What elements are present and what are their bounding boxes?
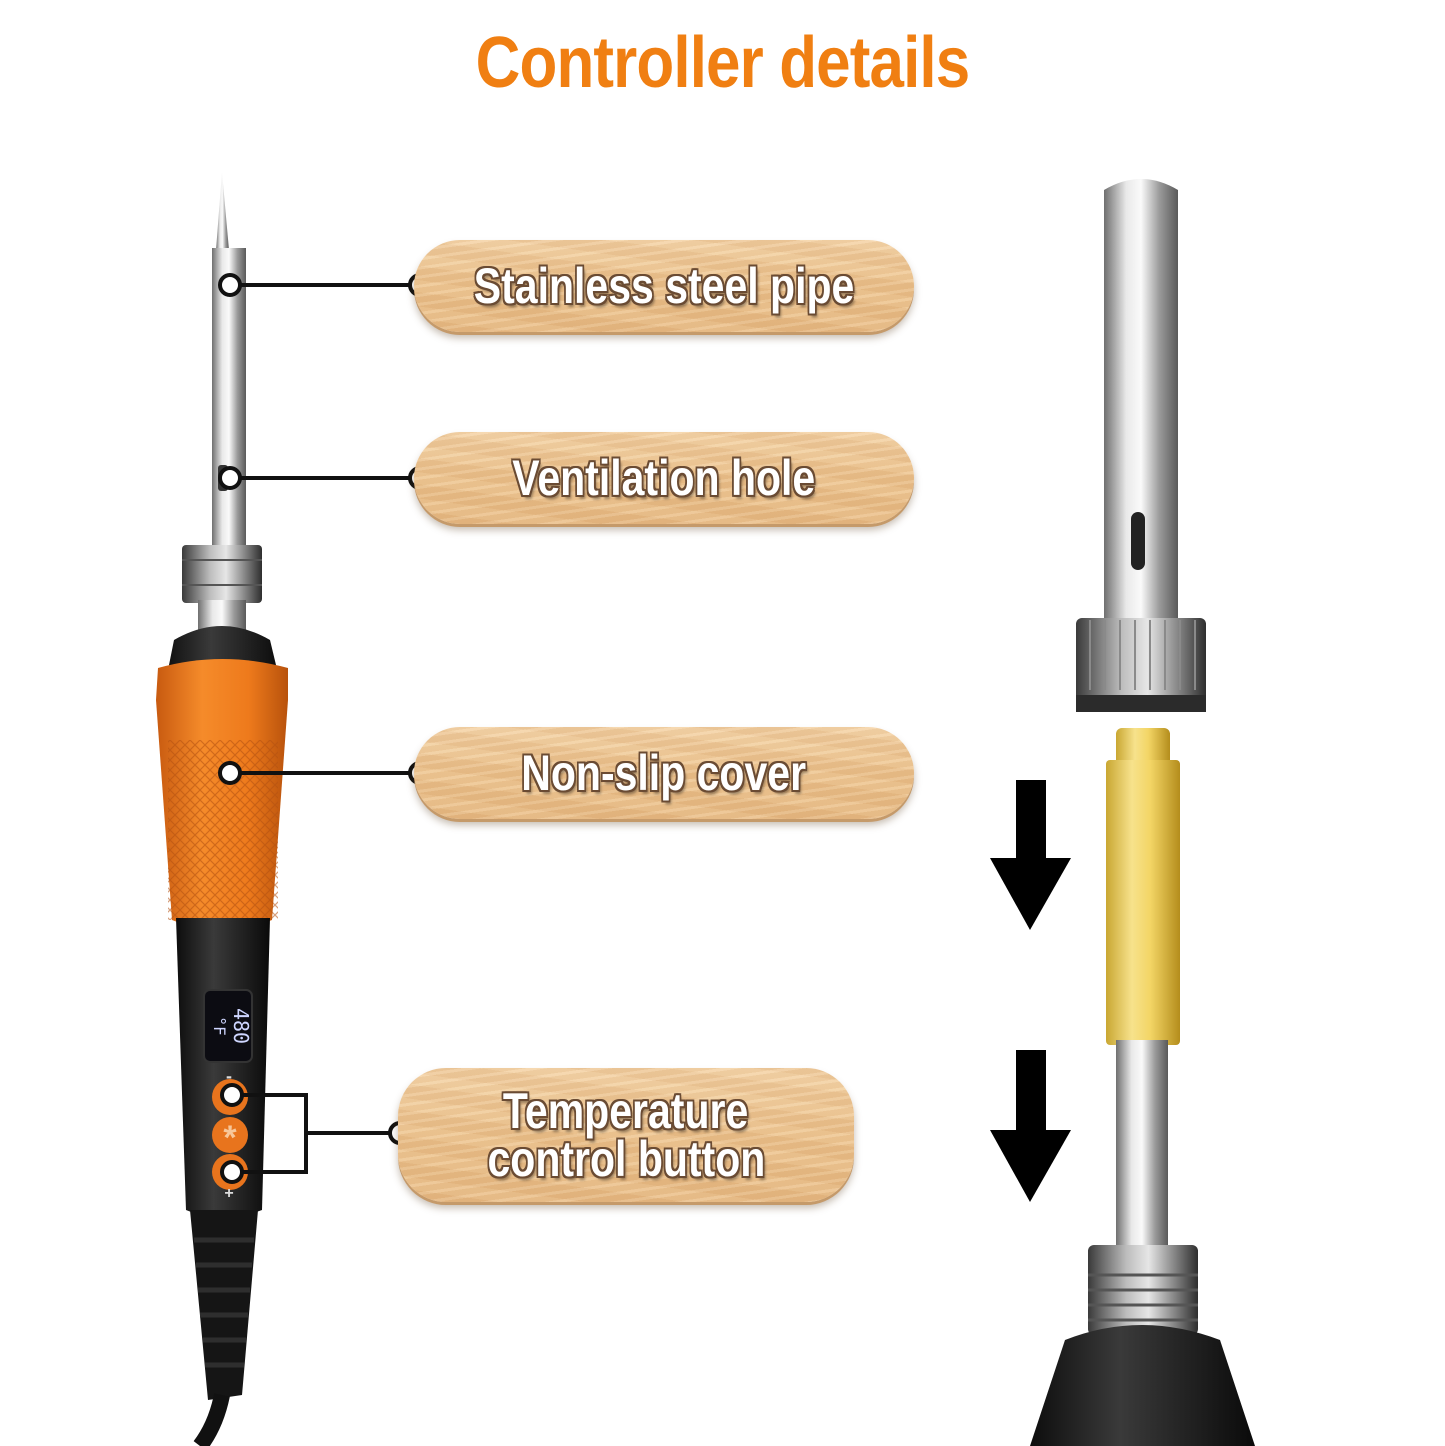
soldering-iron: 480 °F - * + [156,172,288,1446]
label-non-slip-cover: Non-slip cover [414,727,914,819]
arrow-down-icon [990,780,1071,930]
plus-symbol: + [224,1185,233,1202]
display-temperature: 480 [229,1008,253,1044]
minus-symbol: - [226,1066,232,1086]
star-symbol: * [223,1119,237,1157]
set-button[interactable] [212,1117,248,1153]
label-temperature-control-button: Temperature control button [398,1068,854,1202]
label-ventilation-hole: Ventilation hole [414,432,914,524]
label-stainless-steel-pipe: Stainless steel pipe [414,240,914,332]
exploded-parts [1030,179,1255,1446]
page-title: Controller details [475,23,971,103]
display-unit: °F [210,1016,229,1035]
arrow-down-icon [990,1050,1071,1202]
